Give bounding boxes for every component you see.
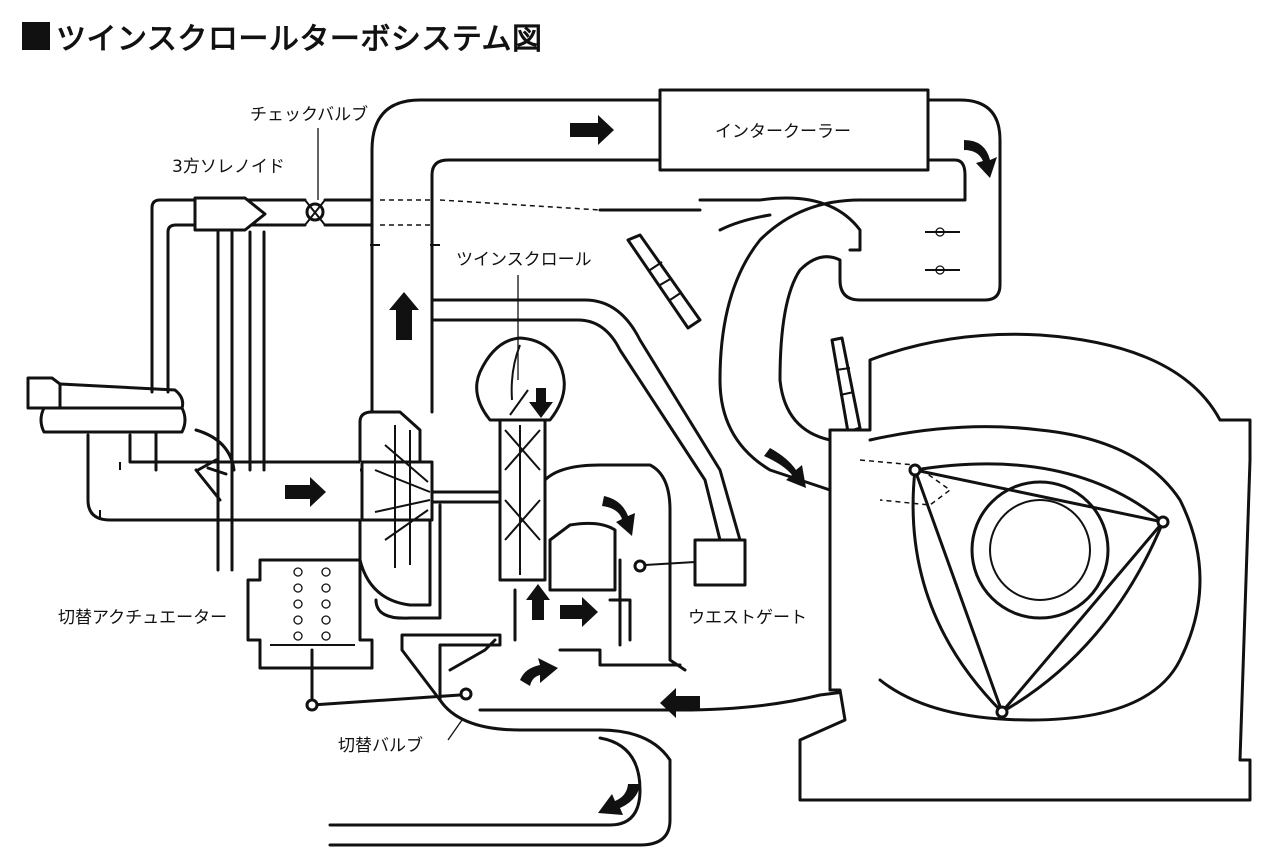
intake-pipe: [86, 433, 362, 522]
turbine: [430, 418, 547, 582]
twin-scroll-housing: [475, 336, 566, 422]
flow-arrow-scroll: [529, 388, 553, 418]
compressor: [358, 410, 442, 620]
flow-arrow-intake: [285, 477, 326, 507]
intercooler-outlet-pipe: [925, 98, 1002, 302]
label-intercooler: インタークーラー: [715, 122, 851, 142]
exhaust-passage: [543, 463, 687, 672]
air-flow-flap: [194, 428, 236, 502]
wastegate-actuator: [633, 538, 747, 587]
switching-actuator: [246, 558, 462, 712]
compressor-outlet-pipe: [370, 98, 662, 414]
flow-arrow-wastegate-curve: [602, 496, 635, 536]
flow-arrow-exhaust-out: [598, 784, 640, 815]
label-check-valve: チェックバルブ: [250, 104, 368, 125]
intake-manifold: [598, 196, 942, 492]
spark-plug-1: [626, 233, 702, 330]
leader-switching-valve: [447, 719, 463, 741]
rotary-engine-housing: [798, 332, 1252, 802]
label-wastegate: ウエストゲート: [688, 608, 807, 628]
air-cleaner: [26, 376, 187, 472]
exhaust-outlet: [328, 688, 862, 847]
title-square-icon: [22, 22, 50, 50]
flow-arrow-up: [389, 292, 419, 340]
flow-arrow-intake-manifold: [764, 448, 806, 488]
flow-arrow-switching-curve: [520, 658, 558, 686]
flow-arrow-wastegate-right: [560, 597, 598, 627]
switching-valve: [400, 588, 602, 732]
label-switching-actuator: 切替アクチュエーター: [58, 608, 227, 628]
flow-arrow-to-intercooler: [570, 115, 614, 145]
spark-plug-2: [830, 336, 862, 434]
title-block: ツインスクロールターボシステム図: [22, 14, 543, 58]
label-three-way-solenoid: 3方ソレノイド: [172, 157, 285, 177]
flow-arrow-turbine-up: [526, 584, 550, 620]
flow-arrow-engine-exhaust: [660, 688, 700, 718]
check-valve: [304, 199, 326, 226]
wastegate-line: [430, 298, 742, 542]
vacuum-lines: [150, 198, 601, 572]
intercooler: [658, 88, 930, 172]
label-twin-scroll: ツインスクロール: [456, 250, 592, 270]
three-way-solenoid: [193, 196, 267, 232]
flow-arrow-intercooler-down: [964, 140, 997, 178]
diagram-title: ツインスクロールターボシステム図: [56, 22, 543, 57]
label-switching-valve: 切替バルブ: [338, 735, 423, 756]
